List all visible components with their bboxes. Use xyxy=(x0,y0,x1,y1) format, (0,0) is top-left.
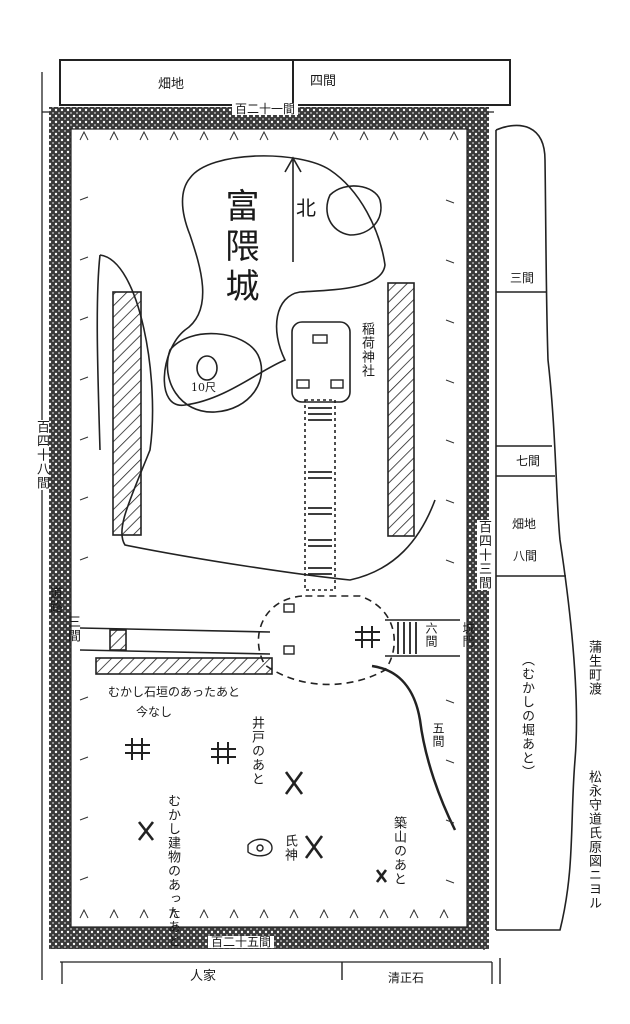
east-eight-label: 八間 xyxy=(513,549,538,563)
clan-god-label: 氏神 xyxy=(282,834,297,862)
north-arrow-label: 北 xyxy=(296,196,316,220)
west-gap-label: 三間 xyxy=(65,615,80,643)
north-length-label: 百二十一間 xyxy=(232,103,299,115)
east-field-label: 畑地 xyxy=(512,517,537,531)
east-three-label: 三間 xyxy=(510,271,535,285)
east-seven-label: 七間 xyxy=(516,454,541,468)
mound-label: 10尺 xyxy=(191,381,216,394)
bottom-separators xyxy=(341,958,501,984)
south-length-label: 百二十五間 xyxy=(208,936,275,948)
boundary-stone-label: 清正石 xyxy=(388,971,425,985)
approach-steps xyxy=(308,407,417,654)
well-symbols xyxy=(125,626,380,764)
stone-wall-strips xyxy=(95,282,415,675)
south-houses-label: 人家 xyxy=(190,969,217,984)
gate-five-label: 五間 xyxy=(431,722,445,748)
north-arrow xyxy=(284,156,302,262)
gate-label: 城門 xyxy=(461,622,475,648)
building-site-label: むかし建物のあったあと xyxy=(165,794,180,948)
west-length-label: 百四十八間 xyxy=(34,420,49,490)
top-width-label: 四間 xyxy=(310,74,337,89)
town-name-label: 蒲生町渡 xyxy=(586,640,601,696)
well-site-label: 井戸のあと xyxy=(249,716,264,786)
stone-wall-now-label: 今なし xyxy=(136,705,173,719)
stone-wall-note-label: むかし石垣のあったあと xyxy=(108,685,241,699)
road-label: 道路 xyxy=(47,586,62,614)
shrine-label: 稲荷神社 xyxy=(359,322,374,378)
hill-site-label: 築山のあと xyxy=(391,816,406,886)
east-moat-strip xyxy=(495,124,578,931)
moat-note-label: （むかしの堀あと） xyxy=(519,653,534,779)
grass-tufts xyxy=(79,130,459,919)
castle-interior xyxy=(79,155,460,831)
gate-width-label: 六間 xyxy=(424,622,438,648)
site-x-marks xyxy=(137,771,388,883)
source-label: 松永守道氏原図ニヨル xyxy=(586,770,601,910)
top-field-label: 畑地 xyxy=(158,77,185,92)
east-length-label: 百四十三間 xyxy=(476,520,491,590)
shrine-marks xyxy=(247,334,344,857)
castle-name-label: 富隈城 xyxy=(219,188,259,308)
